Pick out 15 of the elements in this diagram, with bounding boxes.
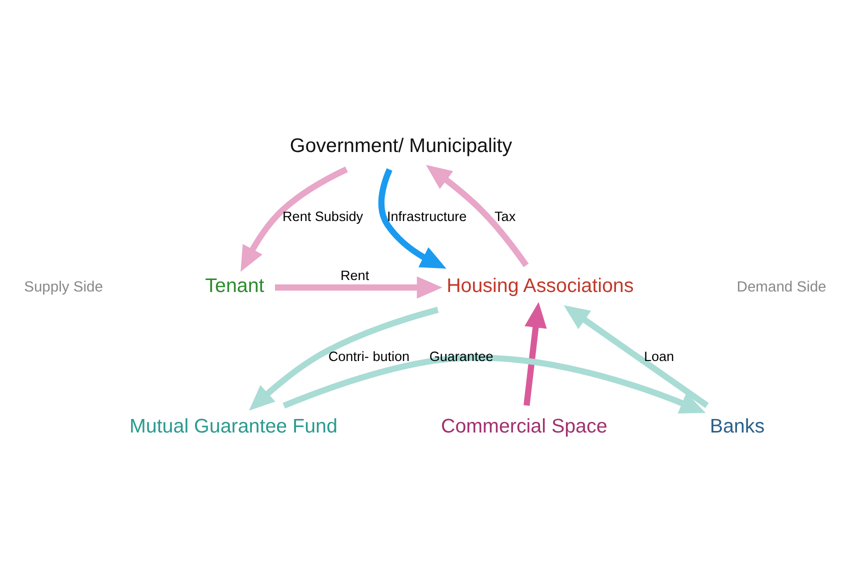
edge-label: Infrastructure <box>386 208 467 224</box>
edge-label: Rent <box>340 268 370 283</box>
edge-label: Loan <box>644 349 674 364</box>
node-text: Mutual Guarantee Fund <box>130 416 338 438</box>
node-text: Housing Associations <box>446 275 634 298</box>
node-text: Government/ Municipality <box>290 134 512 157</box>
node-text: Banks <box>710 416 765 438</box>
edge-label: Guarantee <box>429 349 494 364</box>
edge-label: Rent Subsidy <box>282 208 364 224</box>
label: Supply Side <box>24 279 103 296</box>
node-text: Tenant <box>205 275 264 298</box>
edge-label: Contri- bution <box>328 349 410 364</box>
node-text: Commercial Space <box>440 416 608 438</box>
label: Demand Side <box>736 279 826 296</box>
edge-label: Tax <box>494 208 516 224</box>
